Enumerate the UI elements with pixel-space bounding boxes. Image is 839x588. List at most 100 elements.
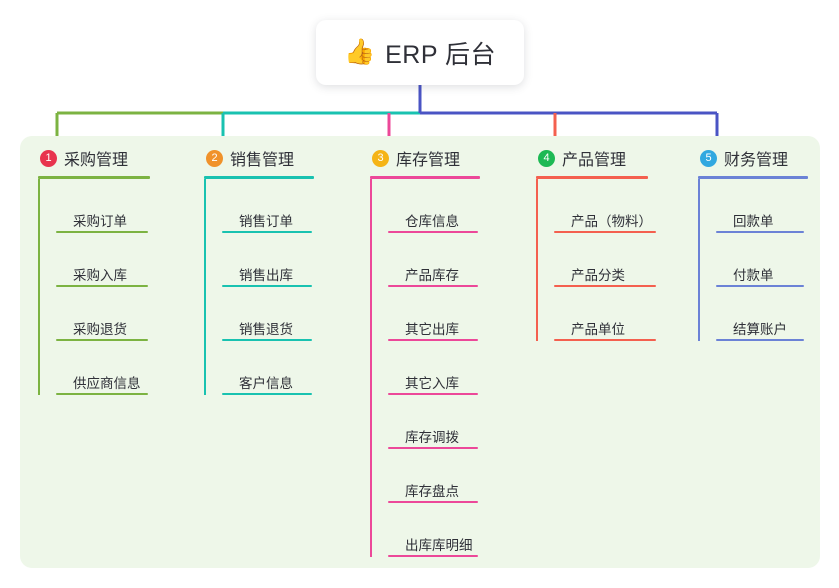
list-item-label: 回款单 [733, 214, 774, 230]
column-header-3[interactable]: 3 库存管理 [370, 146, 510, 170]
list-item-rule [554, 231, 656, 233]
list-item-rule [388, 231, 478, 233]
list-item[interactable]: 产品分类 [554, 233, 682, 287]
column-badge-1: 1 [40, 149, 57, 167]
list-item-label: 销售退货 [239, 322, 293, 338]
column-header-rule-4 [536, 176, 648, 179]
list-item-rule [716, 231, 804, 233]
column-header-rule-1 [38, 176, 150, 179]
list-item-rule [222, 285, 312, 287]
list-item[interactable]: 产品单位 [554, 287, 682, 341]
column-header-1[interactable]: 1 采购管理 [38, 146, 178, 170]
list-item-label: 客户信息 [239, 376, 293, 392]
list-item[interactable]: 产品（物料） [554, 179, 682, 233]
list-item[interactable]: 供应商信息 [56, 341, 178, 395]
column-badge-4: 4 [538, 149, 555, 167]
list-item-rule [56, 285, 148, 287]
list-item[interactable]: 其它出库 [388, 287, 510, 341]
list-item-label: 付款单 [733, 268, 774, 284]
root-node-inner: 👍 ERP 后台 [344, 35, 496, 71]
column-header-rule-2 [204, 176, 314, 179]
list-item[interactable]: 客户信息 [222, 341, 344, 395]
list-item[interactable]: 销售出库 [222, 233, 344, 287]
list-item[interactable]: 采购订单 [56, 179, 178, 233]
column-items-4: 产品（物料） 产品分类产品单位 [536, 179, 682, 341]
list-item-label: 产品（物料） [571, 214, 652, 230]
column-header-rule-5 [698, 176, 808, 179]
list-item-label: 采购订单 [73, 214, 127, 230]
list-item-rule [388, 501, 478, 503]
thumbs-up-icon: 👍 [343, 38, 376, 66]
list-item[interactable]: 出库库明细 [388, 503, 510, 557]
list-item-rule [554, 285, 656, 287]
list-item-rule [388, 285, 478, 287]
column-spine-5 [698, 179, 700, 341]
list-item-rule [222, 393, 312, 395]
root-node-card[interactable]: 👍 ERP 后台 [316, 20, 524, 85]
list-item-label: 结算账户 [733, 322, 787, 338]
column-title-3: 库存管理 [396, 152, 461, 169]
list-item-label: 采购退货 [73, 322, 127, 338]
list-item-label: 产品单位 [571, 322, 625, 338]
list-item-label: 产品库存 [405, 268, 459, 284]
list-item-label: 产品分类 [571, 268, 625, 284]
list-item[interactable]: 采购入库 [56, 233, 178, 287]
root-node-title: ERP 后台 [385, 40, 497, 69]
list-item-rule [716, 339, 804, 341]
list-item[interactable]: 付款单 [716, 233, 832, 287]
column-items-3: 仓库信息产品库存其它出库其它入库库存调拨库存盘点出库库明细 [370, 179, 510, 557]
list-item[interactable]: 回款单 [716, 179, 832, 233]
list-item-rule [56, 393, 148, 395]
list-item-label: 其它出库 [405, 322, 459, 338]
column-1: 1 采购管理采购订单采购入库采购退货供应商信息 [38, 146, 178, 395]
list-item[interactable]: 其它入库 [388, 341, 510, 395]
column-3: 3 库存管理仓库信息产品库存其它出库其它入库库存调拨库存盘点出库库明细 [370, 146, 510, 557]
column-2: 2 销售管理销售订单销售出库销售退货客户信息 [204, 146, 344, 395]
column-header-4[interactable]: 4 产品管理 [536, 146, 682, 170]
list-item-label: 库存调拨 [405, 430, 459, 446]
list-item-label: 库存盘点 [405, 484, 459, 500]
list-item[interactable]: 库存盘点 [388, 449, 510, 503]
column-header-2[interactable]: 2 销售管理 [204, 146, 344, 170]
list-item[interactable]: 销售订单 [222, 179, 344, 233]
column-badge-2: 2 [206, 149, 223, 167]
column-title-1: 采购管理 [64, 152, 129, 169]
list-item-rule [388, 393, 478, 395]
column-title-5: 财务管理 [724, 152, 789, 169]
list-item-label: 其它入库 [405, 376, 459, 392]
list-item-rule [56, 231, 148, 233]
list-item[interactable]: 采购退货 [56, 287, 178, 341]
column-spine-1 [38, 179, 40, 395]
list-item-label: 采购入库 [73, 268, 127, 284]
list-item-rule [554, 339, 656, 341]
column-title-4: 产品管理 [562, 152, 627, 169]
list-item[interactable]: 结算账户 [716, 287, 832, 341]
list-item-rule [716, 285, 804, 287]
list-item[interactable]: 仓库信息 [388, 179, 510, 233]
column-spine-4 [536, 179, 538, 341]
list-item-label: 出库库明细 [405, 538, 473, 554]
list-item-label: 仓库信息 [405, 214, 459, 230]
column-badge-3: 3 [372, 149, 389, 167]
column-4: 4 产品管理产品（物料） 产品分类产品单位 [536, 146, 682, 341]
list-item-label: 销售订单 [239, 214, 293, 230]
column-title-2: 销售管理 [230, 152, 295, 169]
list-item[interactable]: 销售退货 [222, 287, 344, 341]
list-item[interactable]: 库存调拨 [388, 395, 510, 449]
diagram-panel-background [20, 136, 820, 568]
list-item-rule [388, 555, 478, 557]
column-items-2: 销售订单销售出库销售退货客户信息 [204, 179, 344, 395]
column-header-5[interactable]: 5 财务管理 [698, 146, 832, 170]
list-item-rule [222, 339, 312, 341]
column-5: 5 财务管理回款单付款单结算账户 [698, 146, 832, 341]
column-header-rule-3 [370, 176, 480, 179]
list-item-rule [388, 339, 478, 341]
list-item-rule [222, 231, 312, 233]
column-spine-2 [204, 179, 206, 395]
column-items-5: 回款单付款单结算账户 [698, 179, 832, 341]
column-spine-3 [370, 179, 372, 557]
column-badge-5: 5 [700, 149, 717, 167]
list-item[interactable]: 产品库存 [388, 233, 510, 287]
list-item-rule [56, 339, 148, 341]
